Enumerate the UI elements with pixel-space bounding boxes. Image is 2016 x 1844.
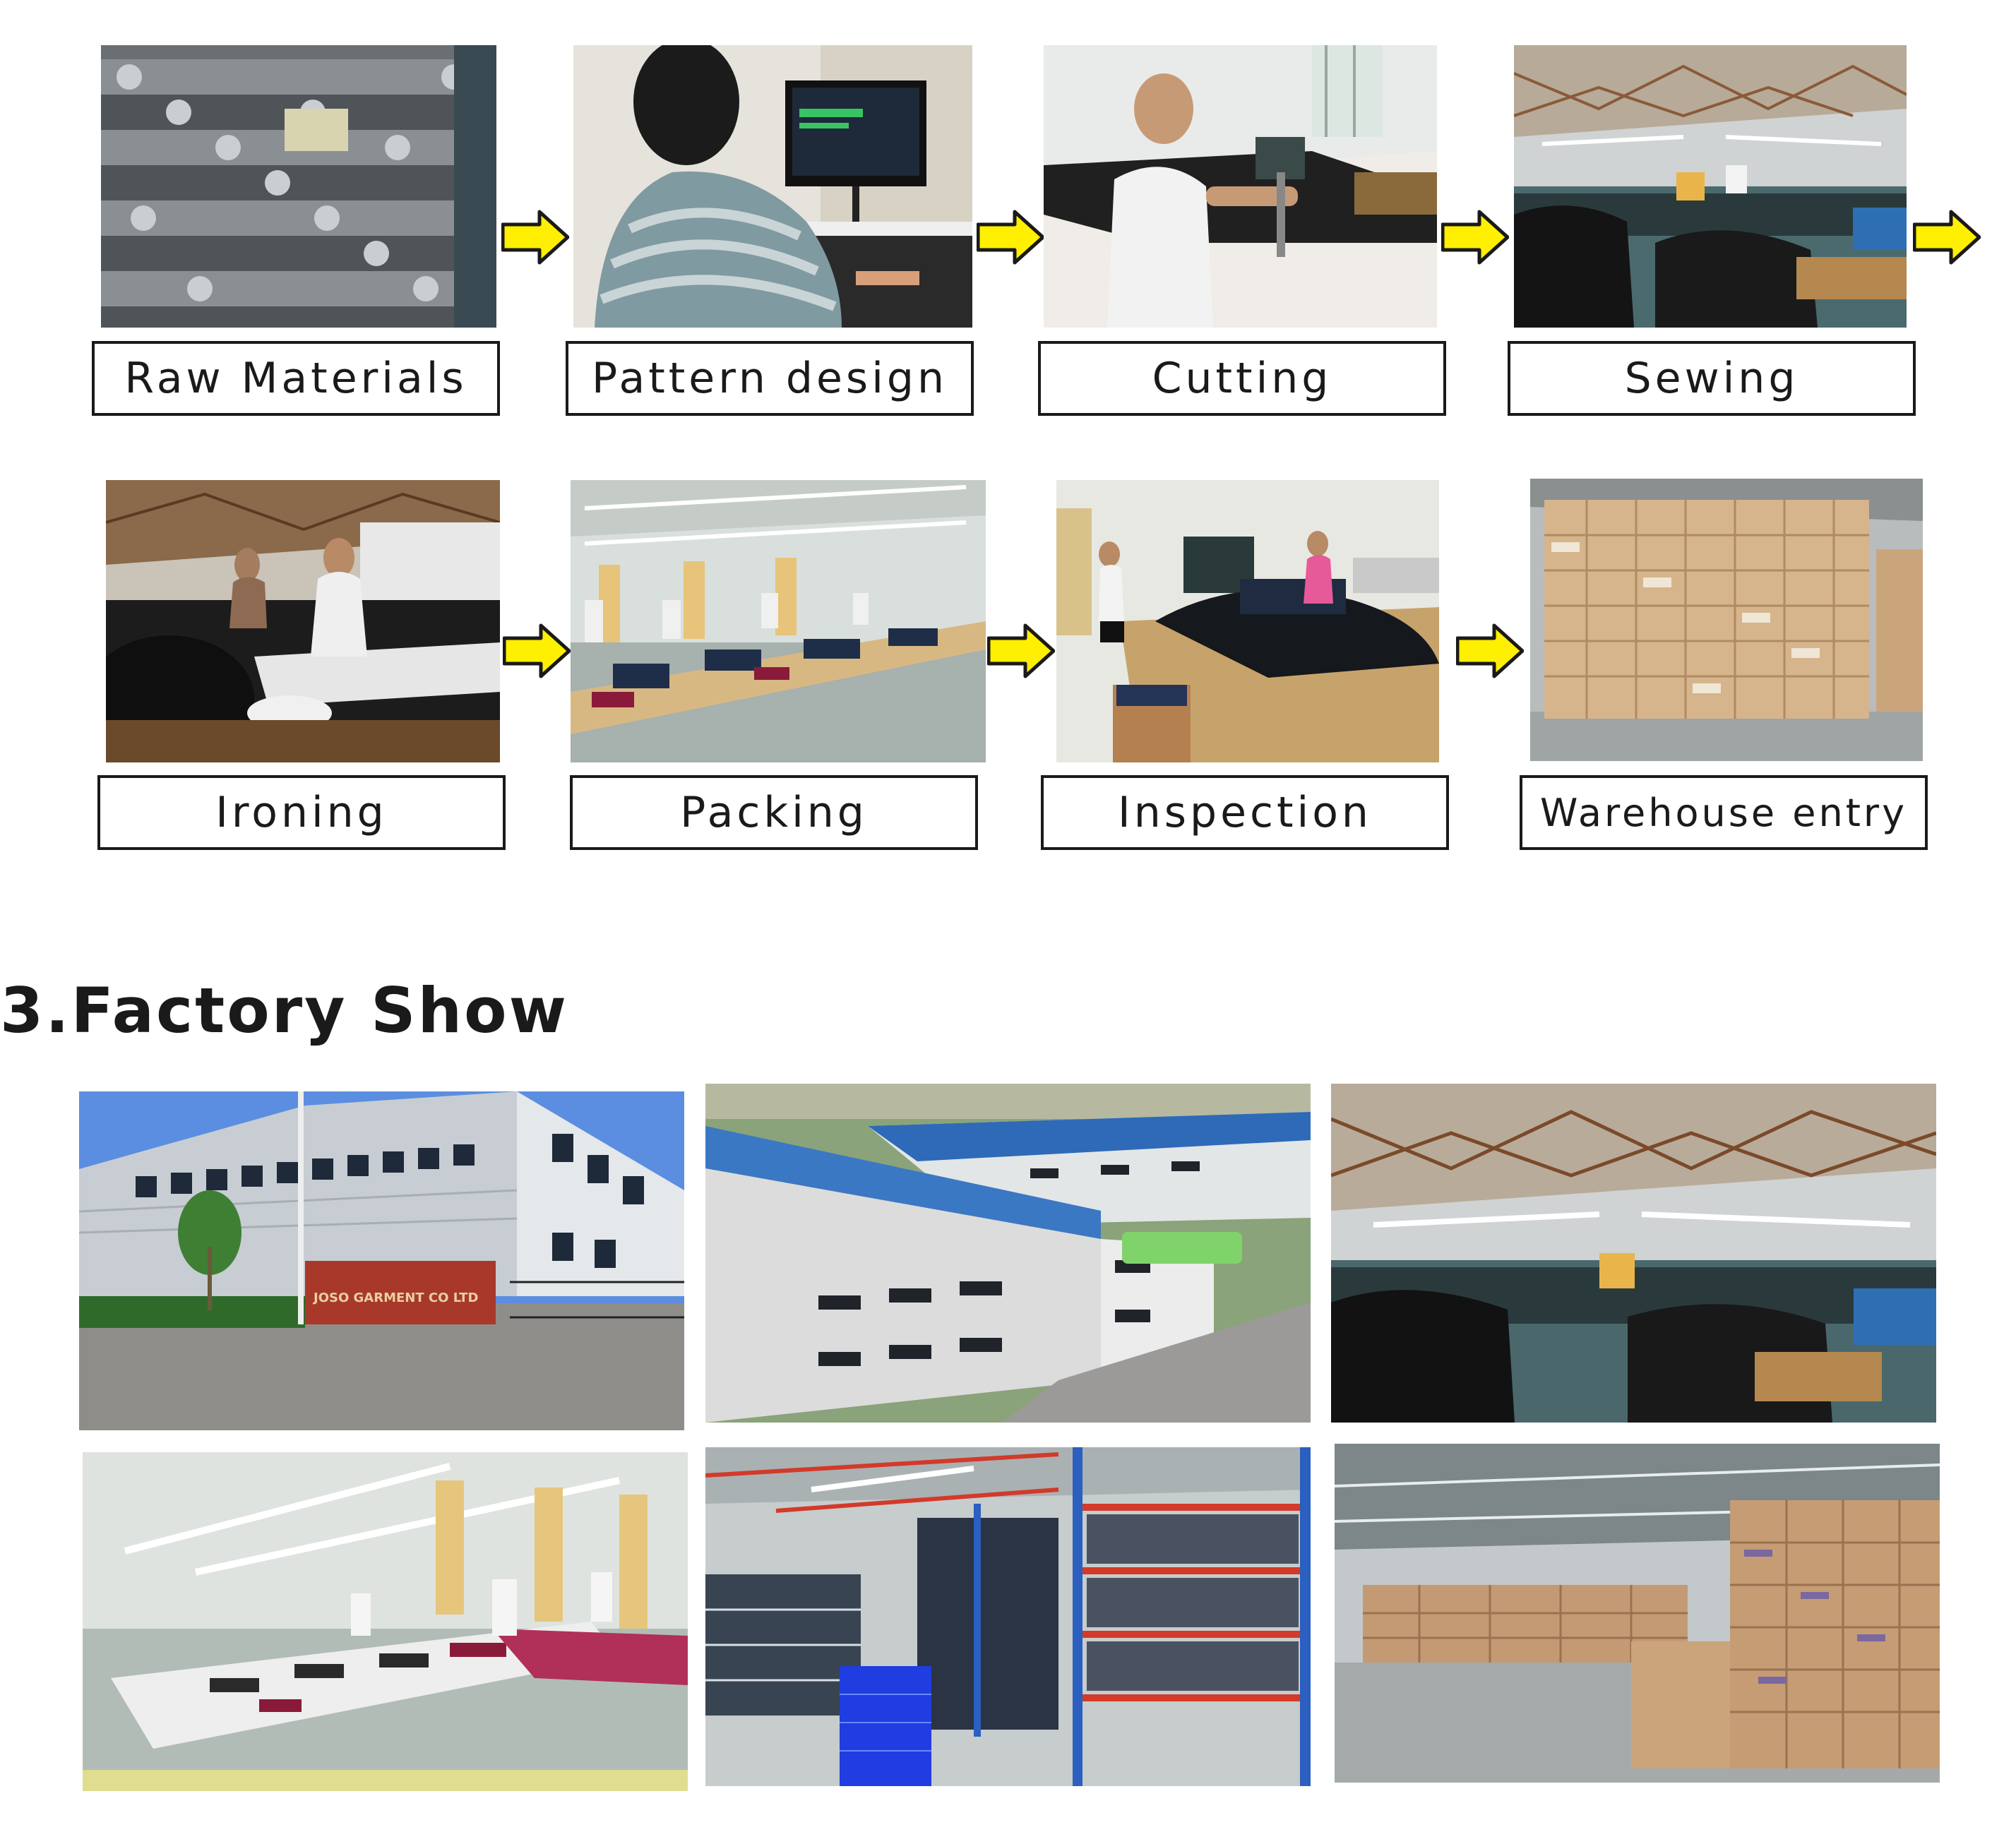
step-label-sewing: Sewing [1508,341,1916,416]
arrow-icon [503,623,571,679]
cutting-photo [1044,45,1437,328]
storage-racks-photo [705,1447,1311,1786]
step-label-text: Ironing [215,788,388,837]
step-label-text: Warehouse entry [1539,790,1908,835]
step-label-text: Sewing [1624,354,1799,403]
step-label-raw-materials: Raw Materials [92,341,500,416]
step-label-text: Pattern design [592,354,948,403]
step-label-cutting: Cutting [1038,341,1446,416]
step-label-packing: Packing [570,775,978,850]
factory-aerial-photo [705,1084,1311,1423]
carton-warehouse-photo [1335,1444,1940,1783]
sewing-floor-photo [1331,1084,1936,1423]
step-label-inspection: Inspection [1041,775,1449,850]
step-label-ironing: Ironing [97,775,506,850]
packing-photo [571,480,986,762]
arrow-icon [1441,209,1509,265]
step-label-text: Inspection [1118,788,1372,837]
step-label-text: Cutting [1152,354,1332,403]
production-line-photo [83,1452,688,1791]
arrow-icon [501,209,569,265]
arrow-icon [1456,623,1524,679]
section-title: 3.Factory Show [0,974,568,1047]
arrow-icon [987,623,1055,679]
raw-materials-photo [101,45,496,328]
arrow-icon [1913,209,1981,265]
factory-exterior-photo: JOSO GARMENT CO LTD [79,1091,684,1430]
step-label-pattern-design: Pattern design [566,341,974,416]
inspection-photo [1056,480,1439,762]
pattern-design-photo [573,45,972,328]
factory-signboard-text: JOSO GARMENT CO LTD [312,1291,478,1305]
sewing-photo [1514,45,1907,328]
step-label-text: Packing [680,788,868,837]
warehouse-entry-photo [1530,479,1923,761]
arrow-icon [977,209,1044,265]
step-label-warehouse-entry: Warehouse entry [1520,775,1928,850]
ironing-photo [106,480,500,762]
step-label-text: Raw Materials [124,354,467,403]
